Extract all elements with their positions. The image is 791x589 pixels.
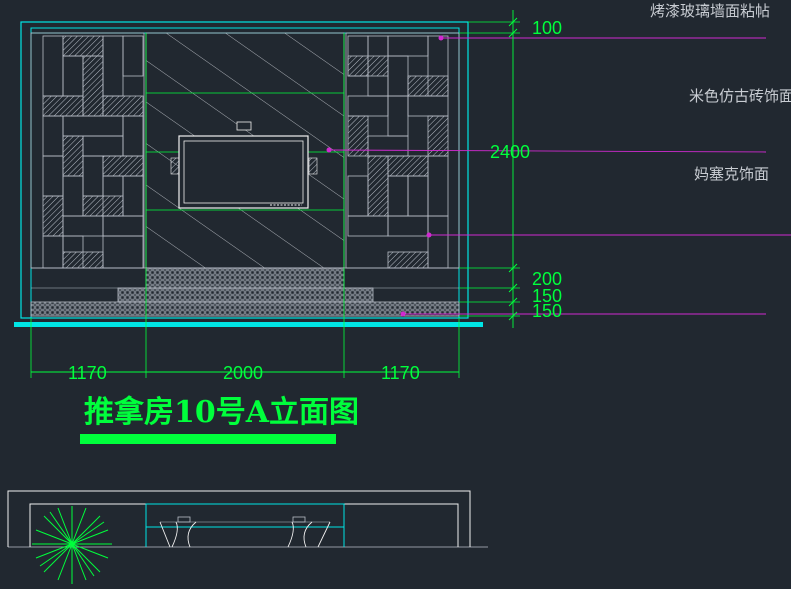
horizontal-dimensions: 1170 2000 1170 (30, 268, 460, 383)
dim-1170-left: 1170 (68, 363, 107, 383)
annotations: 烤漆玻璃墙面粘帖 米色仿古砖饰面 妈塞克饰面 (326, 2, 791, 317)
mosaic-band-upper (145, 267, 345, 289)
dim-150-lower: 150 (532, 301, 562, 321)
dim-2400: 2400 (490, 142, 530, 162)
tv-camera (236, 121, 252, 131)
annotation-mosaic-finish: 妈塞克饰面 (694, 165, 769, 183)
annotation-lacquered-glass: 烤漆玻璃墙面粘帖 (650, 2, 770, 20)
plan-tv-cabinet (145, 503, 345, 528)
mosaic-band-bottom (30, 301, 460, 317)
dim-150-upper: 150 (532, 286, 562, 306)
dim-100: 100 (532, 18, 562, 38)
right-tile-panel (345, 32, 460, 269)
dim-2000: 2000 (223, 363, 263, 383)
mosaic-band-middle (117, 287, 374, 303)
dim-200: 200 (532, 269, 562, 289)
tv-speaker-right (308, 157, 318, 175)
elevation-view (14, 21, 483, 327)
dim-1170-right: 1170 (381, 363, 420, 383)
floor-line (14, 322, 483, 327)
tv-bezel (178, 135, 309, 209)
tv-speaker-left (170, 157, 180, 175)
title-underline (80, 434, 336, 444)
vertical-dimensions: 100 2400 200 150 150 (459, 10, 562, 328)
plant-symbol (32, 506, 112, 584)
drawing-title-block: 推拿房10号A立面图 (80, 395, 359, 444)
tv-screen (183, 140, 304, 204)
drawing-title: 推拿房10号A立面图 (84, 395, 359, 430)
left-tile-panel (30, 32, 145, 269)
television (170, 121, 318, 209)
plan-view (7, 490, 488, 584)
annotation-beige-antique-tile: 米色仿古砖饰面 (689, 87, 791, 105)
